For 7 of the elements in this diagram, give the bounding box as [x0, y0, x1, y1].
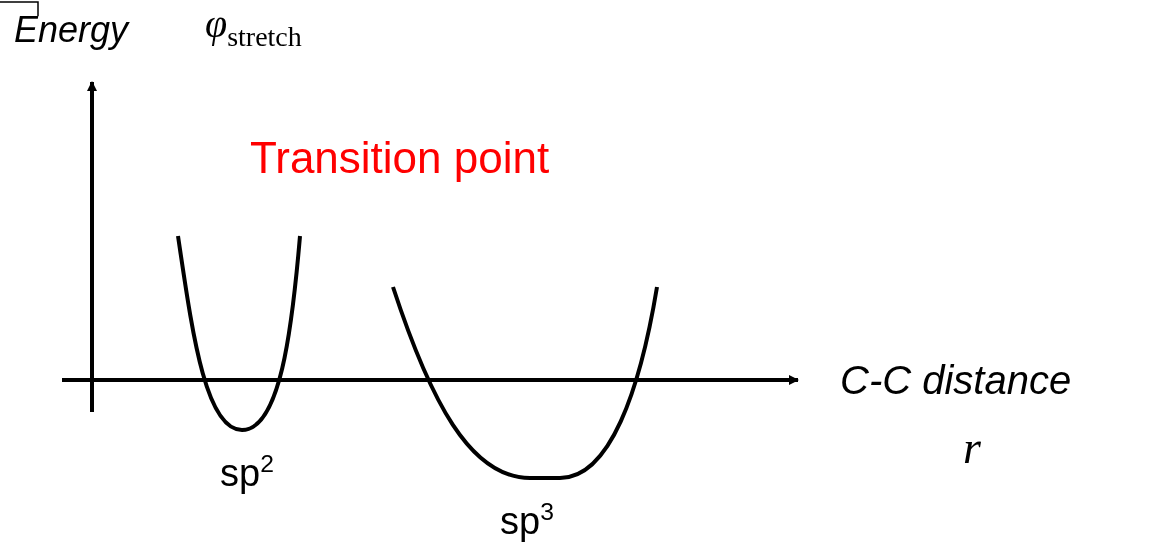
axis-symbol: r [963, 425, 981, 471]
curve-label: sp$^{2}$ [220, 452, 274, 492]
annotation-text: Transition point [250, 136, 550, 180]
axis-symbol: φ$_{stretch}$ [205, 4, 302, 51]
curve-label: sp$^{3}$ [500, 500, 554, 540]
axis-label: C-C distance [840, 360, 1072, 400]
axis-label: Energy [14, 12, 129, 48]
